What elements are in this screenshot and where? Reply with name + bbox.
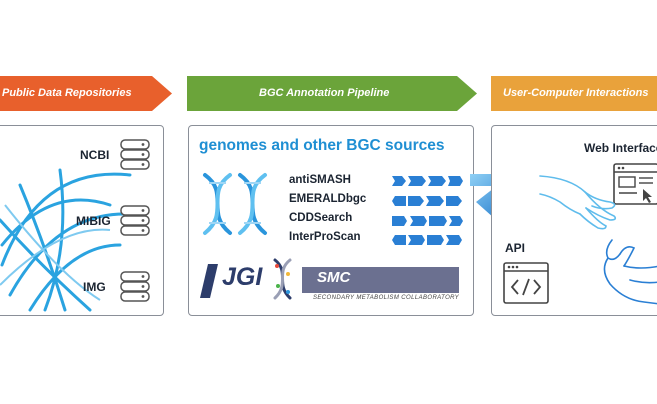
hand-icon (539, 175, 617, 230)
pipeline-headline: genomes and other BGC sources (199, 137, 445, 154)
stage-arrow-pipeline: BGC Annotation Pipeline (187, 76, 477, 111)
code-window-icon (503, 262, 549, 304)
api-label: API (505, 241, 526, 255)
tool-antismash: antiSMASH (289, 174, 351, 186)
stage-label-pipeline: BGC Annotation Pipeline (259, 87, 390, 99)
tool-interproscan: InterProScan (289, 231, 361, 243)
dna-helix-icon (273, 258, 292, 300)
jgi-logo-text: JGI (222, 263, 263, 291)
jgi-logo-mark (200, 264, 218, 298)
browser-window-icon (613, 163, 657, 205)
repo-label-ncbi: NCBI (80, 148, 110, 162)
database-icon (120, 205, 150, 236)
tool-emeraldbgc: EMERALDbgc (289, 193, 367, 205)
dna-helix-icon (203, 173, 267, 235)
database-icon (120, 139, 150, 170)
stage-arrow-repositories: Public Data Repositories (0, 76, 172, 111)
web-interface-label: Web Interface (584, 141, 657, 155)
stage-label-interactions: User-Computer Interactions (503, 87, 649, 99)
repo-label-img: IMG (83, 280, 106, 294)
repo-label-mibig: MIBIG (76, 214, 111, 228)
smc-logo-box (302, 267, 459, 293)
stage-label-repositories: Public Data Repositories (2, 87, 132, 99)
database-icon (120, 271, 150, 302)
smc-logo-text: SMC (317, 269, 351, 286)
stage-arrow-interactions: User-Computer Interactions (491, 76, 657, 111)
globe-network-icon (0, 168, 142, 312)
tool-cddsearch: CDDSearch (289, 212, 353, 224)
gene-cluster-icon (392, 176, 463, 245)
hand-icon (603, 239, 657, 305)
smc-logo-subtitle: SECONDARY METABOLISM COLLABORATORY (313, 295, 460, 301)
